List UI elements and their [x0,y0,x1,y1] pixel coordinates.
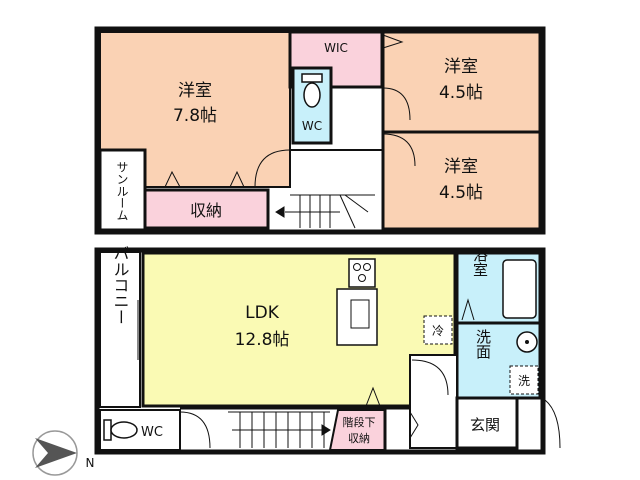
sink-icon [350,299,370,329]
storage-upper-label: 収納 [190,201,222,220]
upper-windows [94,70,546,200]
western-room-large-size: 7.8帖 [173,106,217,126]
compass-arrow-icon [35,438,77,468]
lower-hall [409,354,458,449]
toilet-lower-icon [103,419,138,441]
lower-stairs [228,411,331,448]
ldk-room [141,251,457,408]
upper-doors [164,34,416,188]
balcony [99,251,141,408]
under-stairs-line1: 階段下 [343,415,376,429]
wic-label: WIC [324,41,348,55]
fridge-label: 冷 [432,324,444,338]
fridge-space [423,315,453,345]
western-room-large-name: 洋室 [178,81,212,101]
sunroom-label: サンルーム [115,161,129,221]
compass-north-label: N [86,456,95,470]
entrance [455,396,519,450]
wc-upper-label: WC [302,119,322,133]
western-room-top [381,30,542,134]
sunroom [98,148,147,232]
wc-lower-label: WC [141,425,163,440]
western-room-top-name: 洋室 [444,57,478,77]
washer-label: 洗 [518,374,530,388]
bathtub-icon [502,259,537,319]
ldk-size: 12.8帖 [235,330,290,350]
lower-doors [179,298,561,449]
upper-stairs [275,194,375,229]
bath-label: 浴室 [471,247,489,277]
stove-icon [348,258,376,288]
wc-lower [99,409,181,451]
ldk-name: LDK [245,303,280,323]
washroom-label: 洗面 [474,329,492,359]
western-room-top-size: 4.5帖 [439,83,483,103]
western-room-bottom-size: 4.5帖 [439,183,483,203]
toilet-upper-icon [301,73,323,108]
upper-floor: 洋室 7.8帖 洋室 4.5帖 洋室 4.5帖 WIC WC 収納 サンルーム [94,26,546,235]
balcony-label: バルコニー [111,245,130,325]
washer-space [509,365,539,395]
entrance-label: 玄関 [470,416,500,434]
compass: N [32,430,95,476]
western-room-bottom-name: 洋室 [444,157,478,177]
lower-floor: LDK 12.8帖 バルコニー 浴室 洗面 冷 洗 WC 階段下 収納 玄関 [94,245,561,455]
under-stairs-line2: 収納 [348,432,370,445]
lower-windows [94,270,546,440]
western-room-bottom [381,130,542,231]
